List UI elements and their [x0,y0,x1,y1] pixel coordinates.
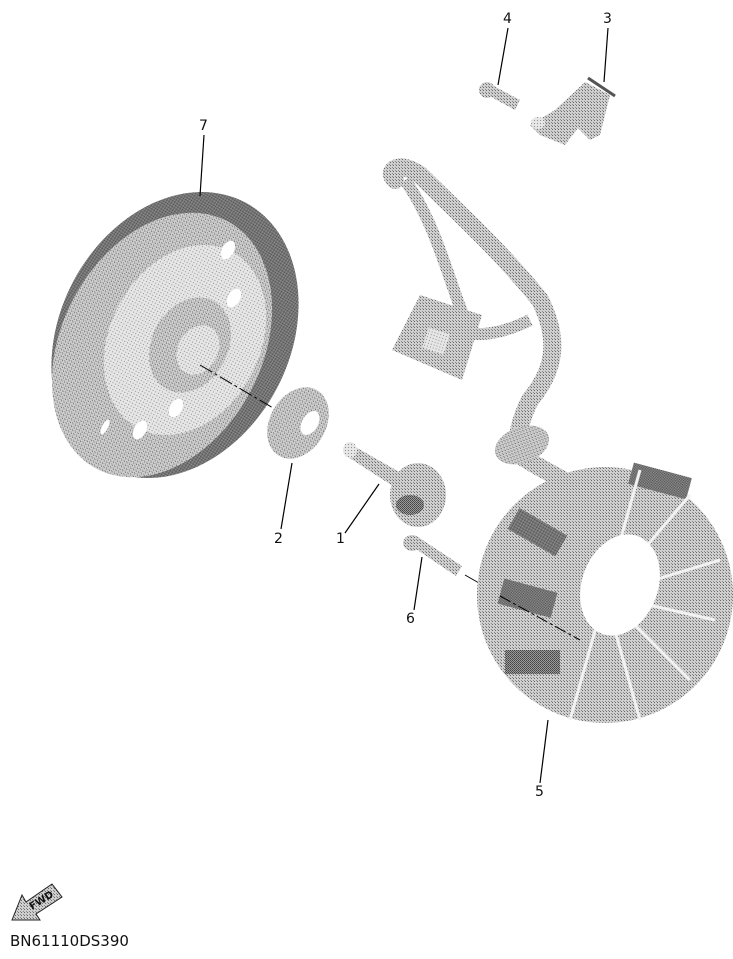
fwd-direction-arrow-icon: FWD [11,883,63,921]
bolt-4-part [479,82,520,110]
callout-1: 1 [336,531,345,547]
flange-bolt-part [343,442,446,527]
callout-5: 5 [535,784,544,800]
callout-6: 6 [406,611,415,627]
stator-assembly-part [382,158,733,723]
rotor-flywheel-part [51,191,299,479]
clamp-part [530,76,616,145]
drawing-code: BN61110DS390 [10,932,129,950]
callout-4: 4 [503,11,512,27]
callout-2: 2 [274,531,283,547]
bolt-6-part [403,535,462,576]
washer-part [267,387,329,459]
callout-7: 7 [199,118,208,134]
callout-3: 3 [603,11,612,27]
